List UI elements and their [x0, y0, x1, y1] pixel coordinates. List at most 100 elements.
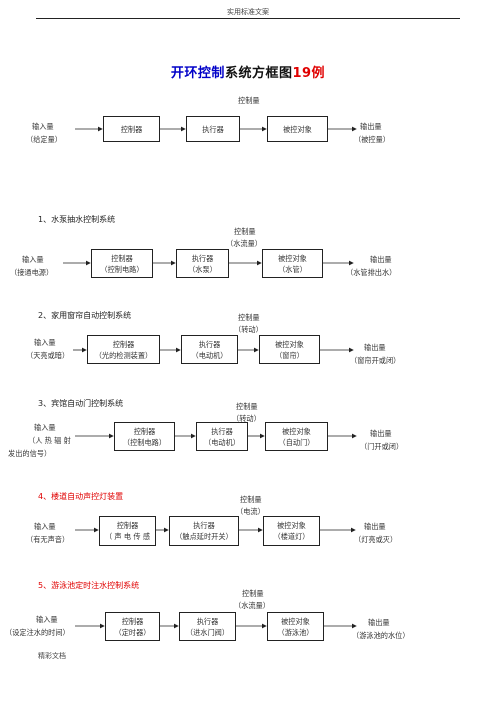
ex4-output-label: 输出量 — [364, 522, 386, 531]
ex5-input-label: 输入量 — [36, 615, 58, 624]
ex5-controller-label: 控制器 — [121, 616, 144, 626]
ex4-actuator-label: 执行器 — [193, 521, 215, 530]
page-title: 开环控制系统方框图19例 — [0, 62, 496, 81]
ex3-plant-box: 被控对象（自动门） — [265, 422, 328, 451]
ex1-control-label: 控制量 — [234, 227, 256, 236]
section-title-2: 2、家用窗帘自动控制系统 — [38, 311, 132, 320]
ex5-control-label: 控制量 — [242, 589, 264, 598]
ex1-actuator-label: 执行器 — [191, 253, 214, 263]
general-input-sub: （给定量） — [26, 135, 62, 144]
ex3-control-label: 控制量 — [236, 402, 258, 411]
ex5-plant-sub: （游泳池） — [277, 627, 314, 637]
ex4-plant-sub: （楼道灯） — [273, 532, 310, 541]
general-control-label: 控制量 — [238, 96, 260, 105]
ex3-actuator-label: 执行器 — [211, 426, 233, 436]
section-title-4: 4、楼道自动声控灯装置 — [38, 492, 124, 501]
general-input-label: 输入量 — [32, 122, 54, 131]
general-plant-box: 被控对象 — [267, 116, 328, 142]
ex3-output-label: 输出量 — [370, 429, 392, 438]
ex2-controller-label: 控制器 — [112, 339, 135, 349]
ex5-actuator-sub: （进水门阀） — [185, 627, 230, 637]
ex4-actuator-box: 执行器 （触点延时开关） — [169, 516, 239, 546]
ex4-controller-sub: （ 声 电 传 感 — [104, 532, 151, 541]
ex2-output-sub: （窗帘开或闭） — [350, 356, 401, 365]
ex1-control-sub: （水流量） — [226, 239, 262, 248]
title-part-3: 19 — [292, 66, 312, 81]
ex5-controller-box: 控制器（定时器） — [105, 612, 160, 641]
ex1-output-sub: （水管排出水） — [346, 268, 397, 277]
ex4-actuator-sub: （触点延时开关） — [175, 532, 233, 541]
ex4-control-sub: （电流） — [236, 507, 265, 516]
general-actuator-label: 执行器 — [202, 124, 224, 134]
ex4-plant-label: 被控对象 — [277, 521, 306, 530]
ex5-controller-sub: （定时器） — [114, 627, 151, 637]
ex2-output-label: 输出量 — [364, 343, 386, 352]
ex2-control-sub: （转动） — [234, 325, 263, 334]
ex4-output-sub: （灯亮或灭） — [354, 535, 398, 544]
ex1-plant-label: 被控对象 — [278, 253, 307, 263]
title-part-4: 例 — [311, 66, 326, 81]
general-plant-label: 被控对象 — [283, 124, 312, 134]
ex3-input-label: 输入量 — [34, 423, 56, 432]
ex3-controller-box: 控制器（控制电路） — [114, 422, 175, 451]
ex1-controller-sub: （控制电路） — [100, 264, 144, 274]
ex1-plant-box: 被控对象（水管） — [262, 249, 323, 278]
ex5-plant-label: 被控对象 — [281, 616, 310, 626]
ex1-plant-sub: （水管） — [278, 264, 307, 274]
ex3-controller-sub: （控制电路） — [122, 437, 167, 447]
ex3-actuator-box: 执行器（电动机） — [196, 422, 248, 451]
ex4-control-label: 控制量 — [240, 495, 262, 504]
ex2-actuator-box: 执行器（电动机） — [181, 335, 238, 364]
ex3-controller-label: 控制器 — [133, 426, 156, 436]
ex3-input-sub-2: 发出的信号） — [8, 449, 52, 458]
ex2-controller-sub: （光的检测装置） — [94, 350, 153, 360]
ex5-plant-box: 被控对象（游泳池） — [267, 612, 324, 641]
ex4-input-label: 输入量 — [34, 522, 56, 531]
ex1-actuator-sub: （水泵） — [188, 264, 217, 274]
ex5-input-sub: （设定注水的时间） — [5, 628, 70, 637]
ex5-control-sub: （水流量） — [234, 601, 270, 610]
ex2-plant-label: 被控对象 — [275, 339, 304, 349]
ex4-controller-box: 控制器 （ 声 电 传 感 — [99, 516, 156, 546]
ex1-controller-label: 控制器 — [111, 253, 133, 263]
ex3-output-sub: （门开或闭） — [360, 442, 404, 451]
ex2-plant-sub: （窗帘） — [275, 350, 304, 360]
ex1-input-label: 输入量 — [22, 255, 44, 264]
ex4-controller-label: 控制器 — [116, 521, 139, 530]
ex2-control-label: 控制量 — [238, 313, 260, 322]
ex2-plant-box: 被控对象（窗帘） — [259, 335, 320, 364]
section-title-3: 3、宾馆自动门控制系统 — [38, 399, 124, 408]
section-title-5: 5、游泳池定时注水控制系统 — [38, 581, 140, 590]
ex5-output-sub: （游泳池的水位） — [352, 631, 410, 640]
section-title-1: 1、水泵抽水控制系统 — [38, 215, 116, 224]
ex2-actuator-sub: （电动机） — [191, 350, 228, 360]
general-controller-box: 控制器 — [103, 116, 160, 142]
ex4-input-sub: （有无声音） — [26, 535, 70, 544]
ex3-input-sub: （人 热 辐 射 — [28, 436, 71, 445]
ex1-input-sub: （接通电源） — [10, 268, 54, 277]
ex1-controller-box: 控制器（控制电路） — [91, 249, 153, 278]
ex2-controller-box: 控制器（光的检测装置） — [87, 335, 160, 364]
page-footer: 精彩文档 — [38, 652, 66, 660]
header-divider — [36, 18, 460, 19]
ex5-actuator-box: 执行器（进水门阀） — [179, 612, 236, 641]
title-part-2: 系统方框图 — [224, 66, 293, 81]
general-controller-label: 控制器 — [120, 124, 143, 134]
ex2-input-label: 输入量 — [34, 338, 56, 347]
general-output-sub: （被控量） — [354, 135, 390, 144]
ex3-control-sub: （转动） — [232, 414, 261, 423]
ex3-plant-label: 被控对象 — [282, 426, 311, 436]
general-actuator-box: 执行器 — [186, 116, 240, 142]
ex3-plant-sub: （自动门） — [278, 437, 315, 447]
title-part-1: 开环控制 — [170, 66, 225, 81]
ex2-input-sub: （天亮或暗） — [26, 351, 70, 360]
general-output-label: 输出量 — [360, 122, 382, 131]
ex4-plant-box: 被控对象 （楼道灯） — [263, 516, 320, 546]
ex3-actuator-sub: （电动机） — [204, 437, 240, 447]
page-header: 实用标准文案 — [227, 8, 269, 16]
ex1-output-label: 输出量 — [370, 255, 392, 264]
ex1-actuator-box: 执行器（水泵） — [176, 249, 229, 278]
ex5-output-label: 输出量 — [368, 618, 390, 627]
ex2-actuator-label: 执行器 — [198, 339, 221, 349]
